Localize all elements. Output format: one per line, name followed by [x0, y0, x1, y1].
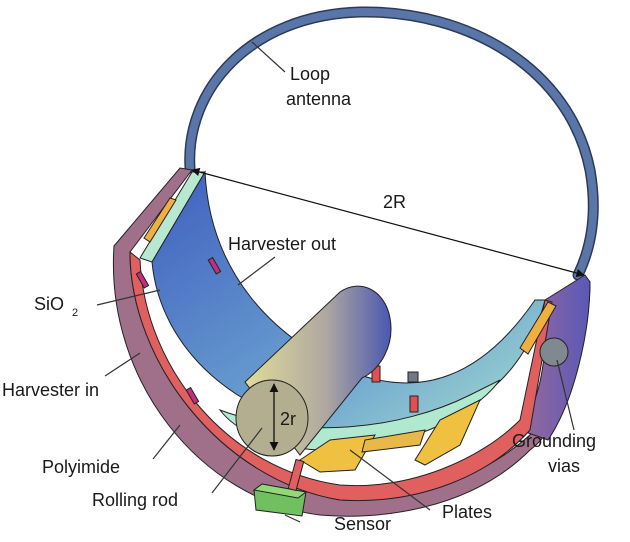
leader-polyimide	[152, 424, 181, 460]
label-harvester-out: Harvester out	[228, 234, 336, 254]
leader-loop-antenna	[251, 41, 286, 73]
sensor-post	[287, 458, 305, 492]
leader-harvester-out	[237, 256, 276, 286]
label-polyimide: Polyimide	[42, 457, 120, 477]
label-sio2: SiO	[34, 294, 64, 314]
tab-1	[135, 270, 150, 289]
plate-left-wall	[143, 197, 177, 243]
plate-bottom-1	[299, 434, 376, 473]
leader-rolling-rod	[211, 427, 263, 494]
leader-grounding-vias	[556, 359, 575, 431]
label-grounding-vias-1: Grounding	[512, 431, 596, 451]
leader-harvester-in	[104, 352, 141, 377]
sensor-top	[252, 483, 308, 499]
rolling-rod-end	[235, 379, 309, 457]
label-loop-antenna-1: Loop	[290, 64, 330, 84]
label-plates: Plates	[442, 502, 492, 522]
plate-bottom-3	[361, 429, 426, 453]
tab-6	[409, 395, 419, 413]
harvester-layer	[129, 250, 553, 502]
label-loop-antenna-2: antenna	[286, 89, 352, 109]
label-sensor: Sensor	[334, 514, 391, 534]
label-sio2-subscript: 2	[72, 307, 78, 319]
label-grounding-vias-2: vias	[548, 456, 580, 476]
leader-plates	[349, 449, 431, 511]
label-rolling-rod: Rolling rod	[92, 490, 178, 510]
label-2r: 2r	[280, 409, 296, 429]
loop-antenna-fill	[185, 7, 598, 279]
grounding-via	[539, 337, 569, 367]
plate-right-wall	[519, 301, 557, 355]
leader-sensor	[284, 514, 301, 523]
leader-sio2	[96, 289, 161, 306]
tab-5	[407, 371, 419, 383]
plate-bottom-2	[414, 398, 482, 466]
label-2R: 2R	[383, 192, 406, 212]
tab-3	[185, 386, 200, 405]
label-harvester-in: Harvester in	[2, 380, 99, 400]
big-diameter-arrow	[191, 167, 585, 278]
